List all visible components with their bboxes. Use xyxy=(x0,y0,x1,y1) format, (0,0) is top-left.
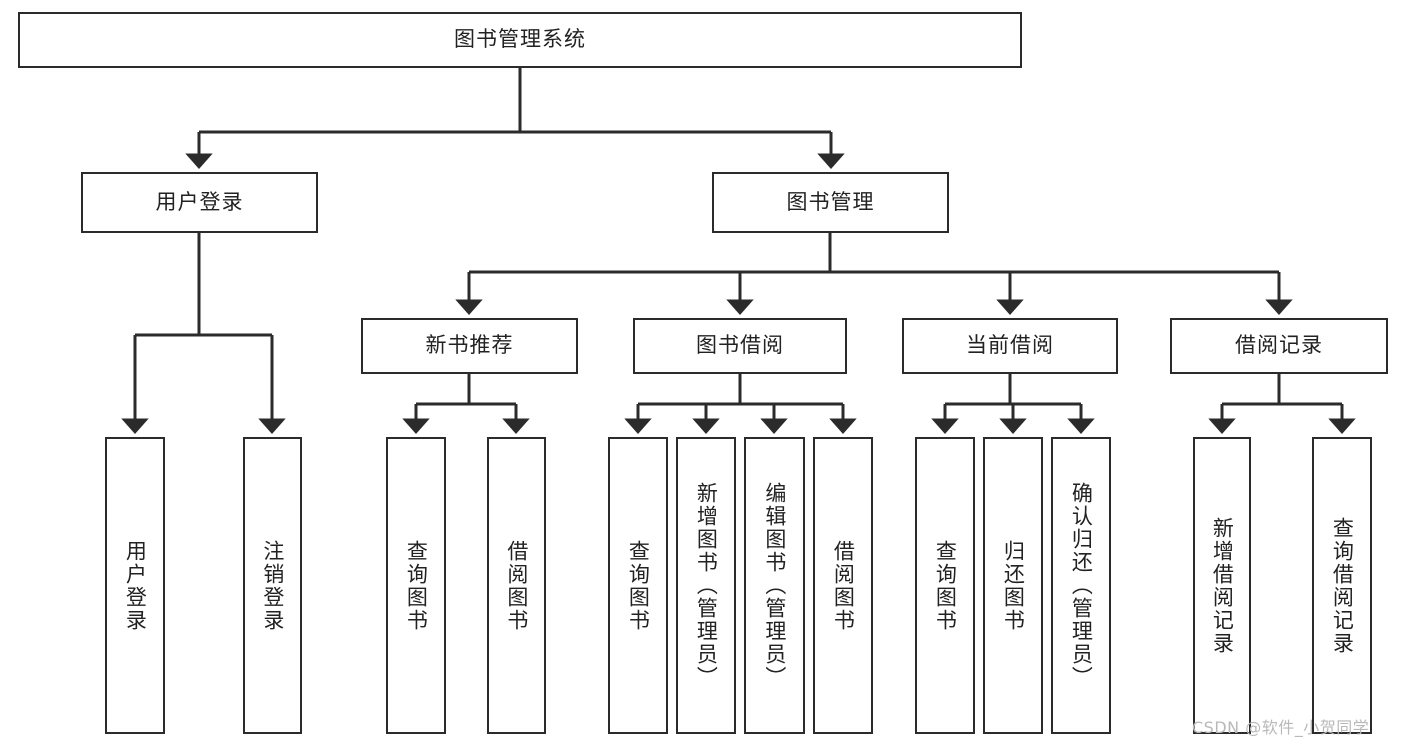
node-root[interactable]: 图书管理系统 xyxy=(18,12,1022,68)
node-new-book-rec[interactable]: 新书推荐 xyxy=(361,318,578,374)
leaf-return-book-label: 归还图书 xyxy=(1001,539,1026,632)
leaf-query-book-borrow-label: 查询图书 xyxy=(626,539,651,632)
node-root-label: 图书管理系统 xyxy=(454,27,586,52)
leaf-borrow-book[interactable]: 借阅图书 xyxy=(813,437,873,734)
leaf-add-book-admin[interactable]: 新增图书（管理员） xyxy=(676,437,736,734)
node-book-manage[interactable]: 图书管理 xyxy=(712,172,949,233)
node-user-login-label: 用户登录 xyxy=(155,189,244,214)
leaf-query-book-borrow[interactable]: 查询图书 xyxy=(608,437,668,734)
leaf-query-book-current[interactable]: 查询图书 xyxy=(915,437,975,734)
leaf-logout-label: 注销登录 xyxy=(260,539,285,632)
leaf-query-book-current-label: 查询图书 xyxy=(933,539,958,632)
node-current-borrow-label: 当前借阅 xyxy=(966,333,1054,358)
node-user-login[interactable]: 用户登录 xyxy=(81,172,318,233)
csdn-watermark: CSDN @软件_小贺同学 xyxy=(1192,718,1370,737)
node-current-borrow[interactable]: 当前借阅 xyxy=(902,318,1118,374)
leaf-confirm-return-admin[interactable]: 确认归还（管理员） xyxy=(1051,437,1111,734)
leaf-user-login[interactable]: 用户登录 xyxy=(105,437,165,734)
node-book-borrow[interactable]: 图书借阅 xyxy=(633,318,847,374)
node-book-manage-label: 图书管理 xyxy=(786,189,875,214)
leaf-edit-book-admin[interactable]: 编辑图书（管理员） xyxy=(744,437,805,734)
leaf-add-book-admin-label: 新增图书（管理员） xyxy=(694,482,719,689)
leaf-query-book-rec-label: 查询图书 xyxy=(404,539,429,632)
node-new-book-rec-label: 新书推荐 xyxy=(425,333,514,358)
leaf-edit-book-admin-label: 编辑图书（管理员） xyxy=(762,482,787,689)
node-borrow-record-label: 借阅记录 xyxy=(1235,333,1323,358)
leaf-borrow-book-label: 借阅图书 xyxy=(831,539,856,632)
leaf-query-book-rec[interactable]: 查询图书 xyxy=(386,437,446,734)
leaf-query-borrow-record[interactable]: 查询借阅记录 xyxy=(1312,437,1372,734)
leaf-add-borrow-record[interactable]: 新增借阅记录 xyxy=(1193,437,1251,734)
leaf-logout[interactable]: 注销登录 xyxy=(243,437,302,734)
leaf-user-login-label: 用户登录 xyxy=(123,539,148,632)
leaf-borrow-book-rec-label: 借阅图书 xyxy=(504,539,529,632)
leaf-add-borrow-record-label: 新增借阅记录 xyxy=(1210,516,1235,655)
leaf-return-book[interactable]: 归还图书 xyxy=(983,437,1043,734)
node-borrow-record[interactable]: 借阅记录 xyxy=(1170,318,1388,374)
leaf-confirm-return-admin-label: 确认归还（管理员） xyxy=(1069,482,1094,689)
leaf-query-borrow-record-label: 查询借阅记录 xyxy=(1330,516,1355,655)
leaf-borrow-book-rec[interactable]: 借阅图书 xyxy=(487,437,546,734)
node-book-borrow-label: 图书借阅 xyxy=(696,333,784,358)
